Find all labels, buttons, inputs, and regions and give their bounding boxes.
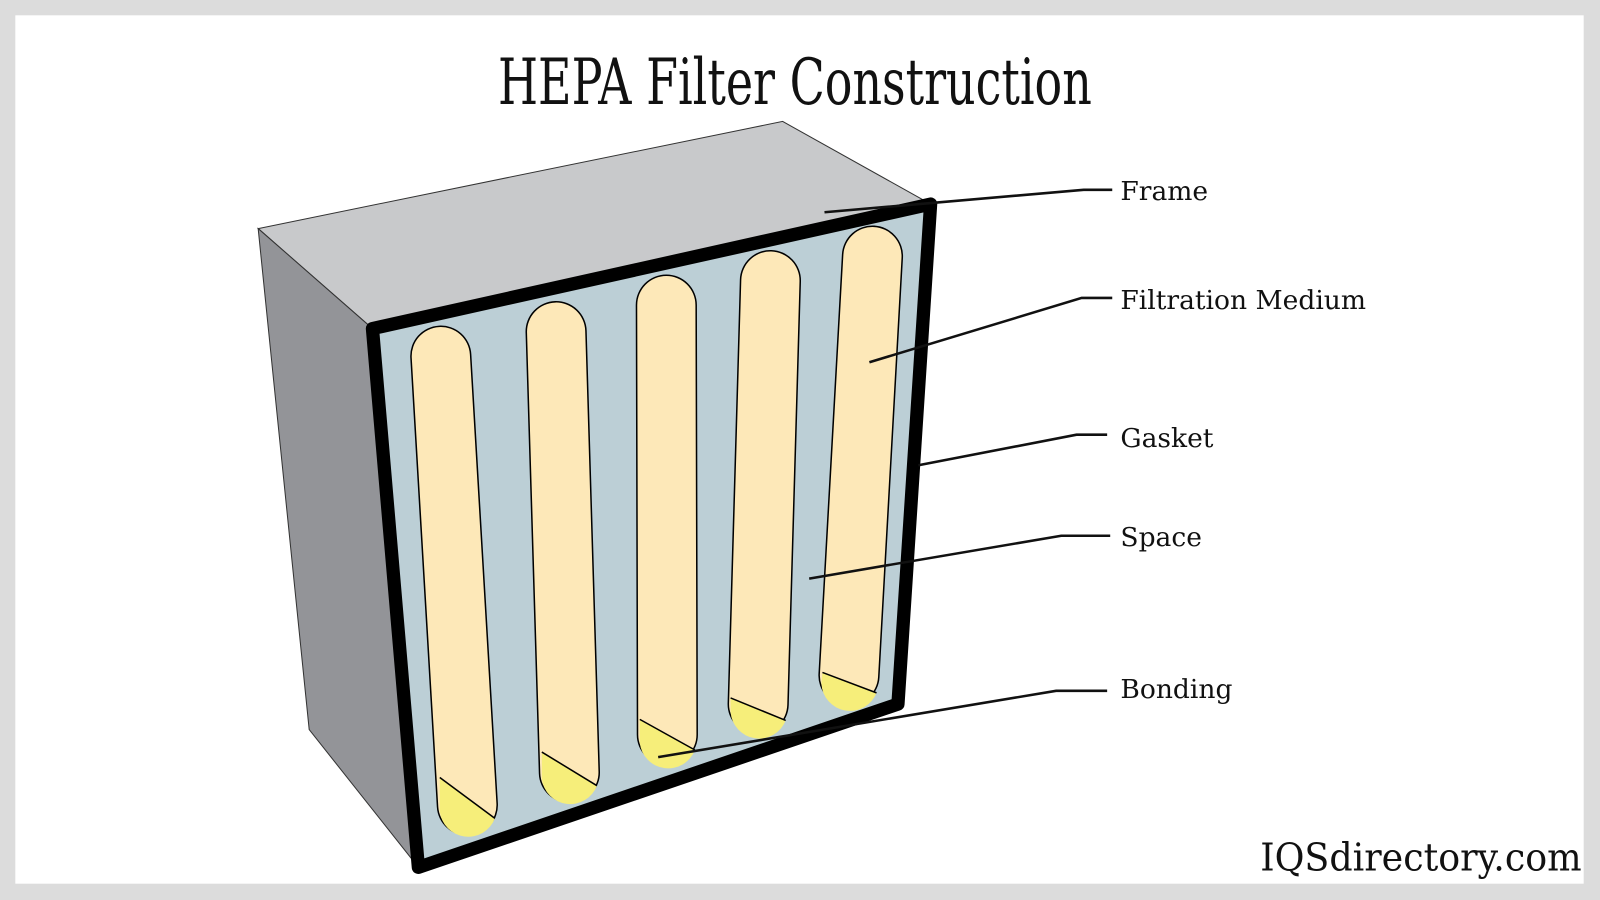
bonding-4 [730,697,786,739]
leader-frame [824,188,1113,214]
label-space: Space [1120,522,1202,553]
leader-gasket [918,433,1108,467]
label-frame: Frame [1120,176,1208,207]
leader-space [808,534,1111,580]
leader-bonding [657,689,1108,759]
tube-1 [410,325,498,837]
bonding-2 [541,752,597,805]
label-gasket: Gasket [1120,423,1213,454]
filter-illustration [257,120,938,874]
bonding-3 [639,719,695,769]
filtration-medium-tubes [410,225,904,837]
tube-3 [635,274,698,769]
tube-4 [727,250,802,739]
callouts: Frame Filtration Medium Gasket Space Bon… [657,176,1366,759]
leader-filtration-medium [869,296,1113,364]
label-bonding: Bonding [1120,674,1232,705]
bonding-1 [439,777,495,837]
tube-5 [818,225,904,711]
diagram-title: HEPA Filter Construction [498,45,1092,119]
tube-2 [525,301,600,805]
bonding-5 [821,672,877,711]
label-filtration-medium: Filtration Medium [1120,285,1366,316]
watermark: IQSdirectory.com [1260,835,1581,880]
